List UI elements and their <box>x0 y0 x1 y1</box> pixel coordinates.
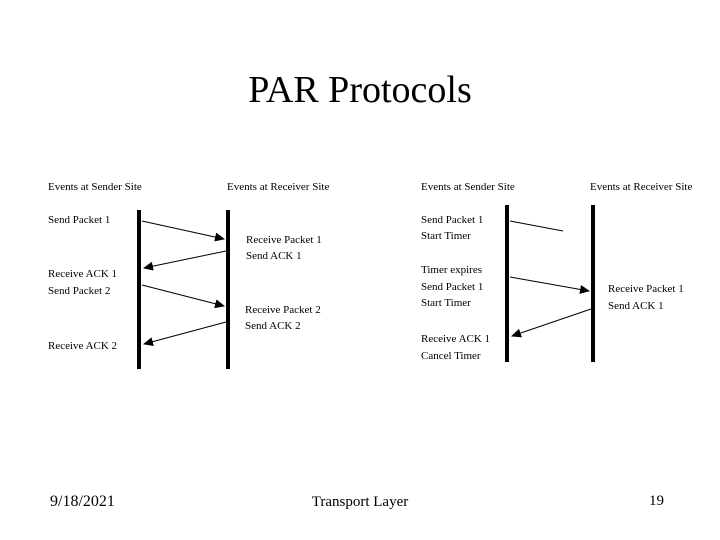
diagram1-event-send-packet-2: Send Packet 2 <box>48 285 111 297</box>
diagram2-event-cancel-timer: Cancel Timer <box>421 350 481 362</box>
diagram2-event-start-timer-1: Start Timer <box>421 230 471 242</box>
footer-page-number: 19 <box>649 493 664 509</box>
diagram1-header-sender: Events at Sender Site <box>48 181 142 193</box>
diagram1-arrow-ack1 <box>143 250 227 271</box>
diagram2-header-receiver: Events at Receiver Site <box>590 181 693 193</box>
diagram1-event-send-ack-2: Send ACK 2 <box>245 320 301 332</box>
footer-slide-topic: Transport Layer <box>311 494 409 510</box>
diagram1-event-receive-ack-2: Receive ACK 2 <box>48 340 118 352</box>
footer-date: 9/18/2021 <box>50 493 115 510</box>
diagram2-arrow-retransmit-packet1 <box>509 276 590 294</box>
diagram1-event-receive-packet-1: Receive Packet 1 <box>246 234 322 246</box>
diagram1-event-send-packet-1: Send Packet 1 <box>48 214 111 226</box>
diagram2-event-resend-packet-1: Send Packet 1 <box>421 281 484 293</box>
diagram1-event-receive-packet-2: Receive Packet 2 <box>245 304 321 316</box>
diagram1-arrow-packet2 <box>141 284 225 309</box>
diagram2-arrow-ack1 <box>511 308 592 338</box>
slide-title: PAR Protocols <box>248 69 472 111</box>
diagram2-event-send-packet-1: Send Packet 1 <box>421 214 484 226</box>
diagram2-event-send-ack-1: Send ACK 1 <box>608 300 664 312</box>
diagram2-header-sender: Events at Sender Site <box>421 181 515 193</box>
diagram1-event-receive-ack-1: Receive ACK 1 <box>48 268 118 280</box>
diagram2-event-start-timer-2: Start Timer <box>421 297 471 309</box>
diagram2-event-timer-expires: Timer expires <box>421 264 483 276</box>
diagram1-header-receiver: Events at Receiver Site <box>227 181 330 193</box>
diagram2-event-receive-packet-1: Receive Packet 1 <box>608 283 684 295</box>
diagram2-arrow-lost-packet <box>509 220 564 232</box>
diagram2-event-receive-ack-1: Receive ACK 1 <box>421 333 491 345</box>
diagram1-arrow-packet1 <box>141 220 225 242</box>
diagram1-arrow-ack2 <box>143 321 227 347</box>
diagram1-event-send-ack-1: Send ACK 1 <box>246 250 302 262</box>
